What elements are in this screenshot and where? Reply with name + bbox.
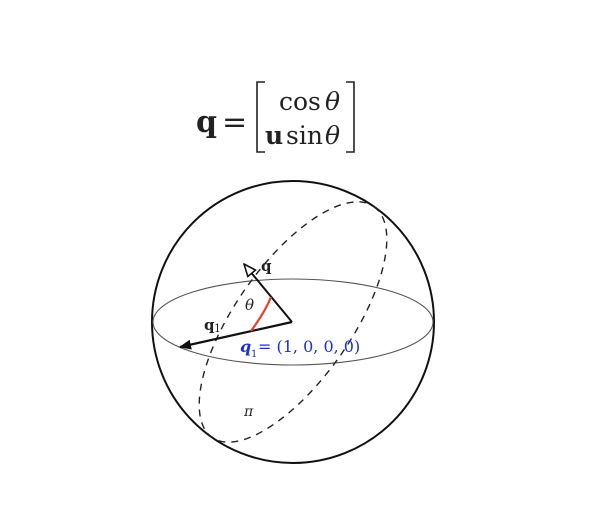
formula-row2-theta: θ [325, 121, 340, 150]
formula-lhs-q: q [196, 105, 217, 140]
label-q1-symbol: q [204, 316, 215, 334]
label-q: q [261, 257, 272, 275]
formula-row2-u: u [265, 121, 283, 150]
formula-left-bracket [256, 81, 265, 153]
label-pi: π [243, 404, 254, 420]
label-theta: θ [245, 296, 254, 314]
identity-q-value: = (1, 0, 0, 0) [258, 337, 360, 356]
tilted-great-circle [198, 201, 388, 443]
formula-right-bracket [346, 81, 355, 153]
formula-row1-cos: cos [279, 87, 321, 116]
equator-ellipse [152, 278, 434, 366]
theta-angle-arc [250, 296, 273, 332]
vector-q1-arrow [179, 320, 293, 350]
label-q1: q 1 [204, 316, 221, 335]
label-q1-subscript: 1 [214, 322, 221, 335]
vector-q-arrow [244, 264, 293, 323]
formula-row2-sin: sin [286, 121, 323, 150]
unit-sphere [151, 180, 435, 464]
identity-q-subscript: 1 [251, 349, 257, 360]
identity-q-symbol: q [240, 337, 251, 356]
quaternion-formula: q = cos θ u sin θ [196, 81, 355, 153]
formula-row1-theta: θ [325, 87, 340, 116]
sphere-outline [151, 180, 435, 464]
identity-quaternion-label: q 1 = (1, 0, 0, 0) [240, 337, 360, 360]
formula-equals: = [222, 105, 247, 140]
